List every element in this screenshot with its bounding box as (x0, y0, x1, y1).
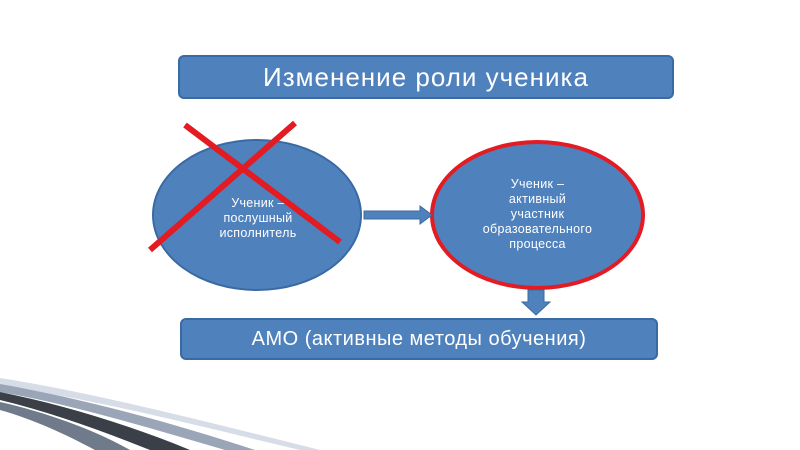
left-ellipse-text: Ученик – послушный исполнитель (178, 196, 338, 241)
right-line-3: участник (510, 207, 565, 221)
right-ellipse (430, 140, 645, 290)
right-line-4: образовательного (482, 222, 593, 236)
right-line-1: Ученик – (510, 177, 565, 191)
right-ellipse-text: Ученик – активный участник образовательн… (455, 177, 620, 252)
down-arrow (520, 289, 552, 316)
bottom-box: АМО (активные методы обучения) (180, 318, 658, 360)
left-line-3: исполнитель (219, 226, 297, 240)
title-text: Изменение роли ученика (263, 61, 589, 92)
cross-out-mark (148, 120, 342, 253)
left-line-2: послушный (223, 211, 293, 225)
right-line-2: активный (508, 192, 567, 206)
left-line-1: Ученик – (231, 196, 285, 210)
title-box: Изменение роли ученика (178, 55, 674, 99)
right-arrow (363, 205, 433, 225)
right-line-5: процесса (509, 237, 566, 251)
bottom-box-text: АМО (активные методы обучения) (251, 327, 587, 350)
decorative-swoosh (0, 378, 320, 450)
